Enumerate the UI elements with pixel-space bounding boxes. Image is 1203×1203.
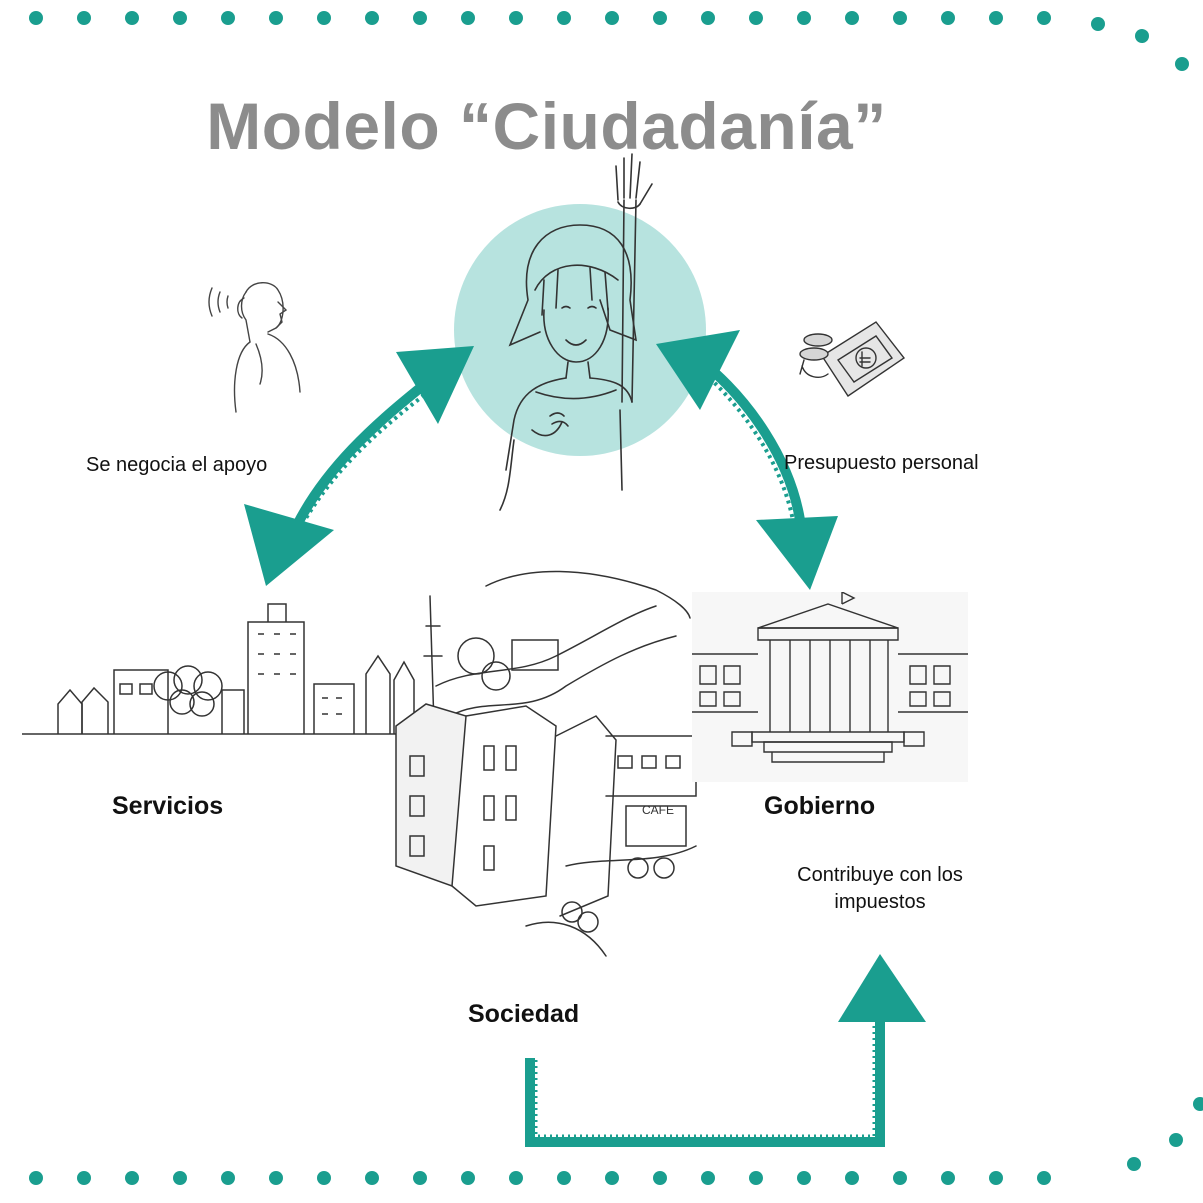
money-illustration <box>792 316 912 406</box>
border-dot <box>749 1171 763 1185</box>
border-dot <box>221 1171 235 1185</box>
border-dot <box>1169 1133 1183 1147</box>
border-dot <box>461 1171 475 1185</box>
border-dot <box>989 11 1003 25</box>
border-dot <box>749 11 763 25</box>
border-dot <box>605 11 619 25</box>
diagram-title: Modelo “Ciudadanía” <box>206 89 887 163</box>
border-dot <box>173 1171 187 1185</box>
services-illustration <box>22 594 422 744</box>
border-dot <box>509 1171 523 1185</box>
society-label: Sociedad <box>468 1000 580 1028</box>
border-dot <box>269 11 283 25</box>
society-illustration: CAFE <box>356 566 706 966</box>
government-illustration <box>692 592 968 782</box>
border-dot <box>125 1171 139 1185</box>
border-dot <box>29 1171 43 1185</box>
border-dot <box>701 11 715 25</box>
border-dot <box>653 1171 667 1185</box>
border-dot <box>1091 17 1105 31</box>
border-dot <box>269 1171 283 1185</box>
border-dot <box>365 11 379 25</box>
border-dot <box>317 1171 331 1185</box>
border-dot <box>221 11 235 25</box>
border-dot <box>509 11 523 25</box>
border-dot <box>605 1171 619 1185</box>
negotiation-label: Se negocia el apoyo <box>86 454 268 476</box>
border-dot <box>1193 1097 1203 1111</box>
border-dot <box>845 11 859 25</box>
border-dot <box>125 11 139 25</box>
border-dot <box>701 1171 715 1185</box>
border-dot <box>77 1171 91 1185</box>
border-dot <box>1135 29 1149 43</box>
listener-illustration <box>206 272 306 422</box>
border-dot <box>653 11 667 25</box>
border-dot <box>941 1171 955 1185</box>
border-dot <box>941 11 955 25</box>
border-dot <box>845 1171 859 1185</box>
government-label: Gobierno <box>764 792 876 820</box>
border-dot <box>797 11 811 25</box>
taxes-label-line1: Contribuye con los <box>797 864 963 886</box>
taxes-label: Contribuye con los impuestos <box>760 864 1000 914</box>
border-dot <box>797 1171 811 1185</box>
border-dot <box>557 1171 571 1185</box>
taxes-label-line2: impuestos <box>834 891 926 913</box>
border-dot <box>413 1171 427 1185</box>
border-dot <box>1127 1157 1141 1171</box>
border-dot <box>365 1171 379 1185</box>
border-dot <box>1037 1171 1051 1185</box>
border-dot <box>29 11 43 25</box>
border-dot <box>1175 57 1189 71</box>
border-dot <box>173 11 187 25</box>
border-dot <box>461 11 475 25</box>
border-dot <box>77 11 91 25</box>
border-dot <box>893 1171 907 1185</box>
border-dot <box>893 11 907 25</box>
border-dot <box>989 1171 1003 1185</box>
budget-label: Presupuesto personal <box>784 452 979 474</box>
border-dot <box>557 11 571 25</box>
border-dot <box>413 11 427 25</box>
border-dot <box>317 11 331 25</box>
citizen-illustration <box>440 140 720 520</box>
services-label: Servicios <box>112 792 224 820</box>
border-dot <box>1037 11 1051 25</box>
svg-text:CAFE: CAFE <box>642 803 674 817</box>
